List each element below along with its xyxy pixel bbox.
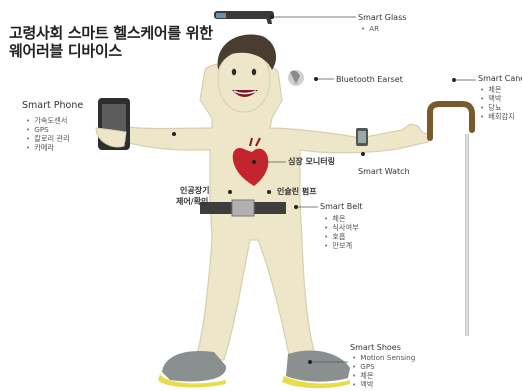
smart-cane-item: 맥박 [480,94,501,103]
left-eye [232,69,236,75]
smart-belt-item: 호흡 [324,232,345,241]
shoes-dot [308,360,312,364]
smart-belt-icon [200,200,286,216]
belt-dot [294,205,298,209]
bluetooth-earset-label: Bluetooth Earset [336,75,403,85]
smart-cane-item: 배회감지 [480,112,515,121]
smart-watch-icon [356,128,368,146]
right-eye [252,69,256,75]
smart-phone-item: GPS [26,125,49,134]
heart-monitor-label: 심장 모니터링 [288,157,335,167]
insulin-dot [267,190,271,194]
smart-glass-dot [270,15,274,19]
artificial-organ-label-1: 인공장기 [180,186,209,196]
smart-belt-item: 체온 [324,214,345,223]
organ-dot [228,190,232,194]
smart-glass-label: Smart Glass [358,13,406,23]
smart-shoes-item: 체온 [352,371,373,380]
smart-belt-item: 식사여부 [324,223,359,232]
smart-glass-icon [214,11,274,24]
smart-cane-item: 체온 [480,85,501,94]
page-title-line-2: 웨어러블 디바이스 [9,42,122,60]
smart-shoes-item: 맥박 [352,380,373,389]
smart-shoes-item: GPS [352,362,375,371]
smart-belt-label: Smart Belt [320,202,363,212]
page-title-line-1: 고령사회 스마트 헬스케어를 위한 [9,24,213,42]
smart-phone-item: 가속도센서 [26,116,67,125]
smart-phone-icon [96,98,130,150]
smart-phone-label: Smart Phone [22,101,83,111]
cane-dot [452,78,456,82]
smart-cane-label: Smart Cane [478,74,522,84]
heart-dot [252,160,256,164]
smart-cane-item: 당뇨 [480,103,501,112]
bluetooth-earset-icon [288,70,304,86]
smart-glass-item: AR [361,24,379,33]
smart-phone-item: 카메라 [26,143,54,152]
smart-shoes-label: Smart Shoes [350,343,401,353]
smart-cane-icon [430,104,472,336]
smart-watch-label: Smart Watch [358,167,410,177]
smart-shoes-item: Motion Sensing [352,353,415,362]
earset-dot [314,77,318,81]
insulin-pump-label: 인슐린 펌프 [277,187,317,197]
phone-dot [172,132,176,136]
smart-belt-item: 만보계 [324,241,352,250]
artificial-organ-label-2: 제어/확인 [176,197,208,207]
smart-shoes-icon [158,350,350,388]
watch-dot [361,152,365,156]
smart-phone-item: 칼로리 관리 [26,134,70,143]
